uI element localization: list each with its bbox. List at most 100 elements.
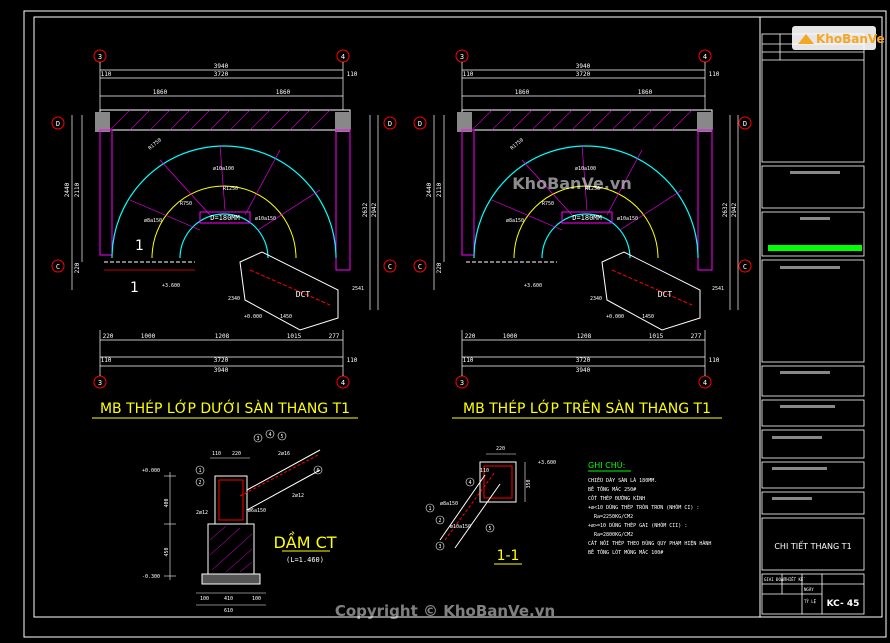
rebar-mark [485, 523, 495, 533]
dim-bottom-c: 1208 [577, 333, 592, 340]
mark-label: 5 [488, 526, 491, 532]
axis-label: D [388, 120, 392, 128]
note-line: CHIỀU DÀY SÀN LÀ 180MM. [588, 476, 657, 484]
mark-label: 6 [316, 468, 319, 474]
section-slab [439, 474, 486, 541]
edge-left: 110 [463, 71, 474, 78]
axis-label: 3 [98, 53, 102, 61]
angle-dim: 1450 [280, 314, 292, 320]
plan-title: MB THÉP LỚP DƯỚI SÀN THANG T1 [100, 399, 350, 417]
dim-top-b: 220 [232, 451, 241, 457]
dim-bottom-c: 1208 [215, 333, 230, 340]
wall-top [461, 109, 713, 131]
axis-bubble [51, 116, 65, 130]
note-line: Ra=2800KG/CM2 [594, 532, 633, 538]
slab-label-box [561, 211, 613, 224]
axis-label: 3 [98, 379, 102, 387]
axis-label: 4 [703, 53, 707, 61]
tb-row-label: NGÀY [804, 587, 814, 592]
axis-bubble [383, 259, 397, 273]
center-watermark: KhoBanVe.vn [512, 174, 631, 193]
section-detail: 1 2 3 4 5 +3.600 220 110 ø8a150 ø10a150 … [425, 446, 556, 565]
slab-label-box [199, 211, 251, 224]
mark-label: 2 [438, 518, 441, 524]
dim-bottom-a: 220 [465, 333, 476, 340]
dim-left-a: 2110 [74, 182, 81, 197]
wall-left [461, 129, 475, 256]
bar-side: 2ø12 [196, 510, 208, 516]
angle-dim: 2340 [228, 296, 240, 302]
section-mark: 1 [130, 280, 139, 296]
dim-bottom-e: 277 [329, 333, 340, 340]
tb-row-label: TỶ LỆ [804, 599, 817, 604]
dim-bottom-inner: 3720 [576, 357, 591, 364]
radius-label: R1250 [585, 186, 600, 192]
dim-right-total: 2942 [371, 202, 378, 217]
section-slab [454, 483, 501, 549]
stair-inner-arc [179, 213, 269, 259]
angle-dim: 2541 [352, 286, 364, 292]
title-block-fills [768, 171, 862, 500]
note-line: CỐT THÉP ĐƯỜNG KÍNH [588, 494, 645, 502]
slab-rebar [239, 454, 319, 497]
plan-title: MB THÉP LỚP TRÊN SÀN THANG T1 [463, 399, 711, 417]
house-icon [798, 34, 814, 44]
radius-label: R750 [542, 201, 554, 207]
axis-label: C [418, 263, 422, 271]
axis-label: 4 [703, 379, 707, 387]
mark-label: 3 [256, 436, 259, 442]
beam-section [214, 475, 248, 525]
sheet-number: KC- 45 [827, 599, 860, 609]
dim-bottom-total: 3940 [576, 367, 591, 374]
axis-label: D [56, 120, 60, 128]
drawing-title: CHI TIẾT THANG T1 [774, 540, 851, 551]
bar-main: 2ø16 [278, 451, 290, 457]
bar-stirrup: ø6a150 [248, 508, 266, 514]
axis-bubble [413, 116, 427, 130]
wall-right [697, 129, 713, 271]
tb-row-label: THIẾT KẾ [784, 577, 805, 582]
column [335, 112, 350, 132]
mark-label: 4 [268, 432, 271, 438]
level-bot: -0.300 [142, 574, 160, 580]
wall-top [99, 109, 351, 131]
dim-bottom-b: 1000 [503, 333, 518, 340]
dim-bottom-e: 277 [691, 333, 702, 340]
bar-label: ø10a150 [255, 216, 276, 222]
axis-bubble [413, 259, 427, 273]
note-line: CẮT NỐI THÉP THEO ĐÚNG QUY PHẠM HIỆN HÀN… [588, 539, 711, 547]
axis-bubble [51, 259, 65, 273]
axis-label: C [56, 263, 60, 271]
edge-right: 110 [709, 357, 720, 364]
radius-label: R750 [180, 201, 192, 207]
mark-label: 1 [428, 506, 431, 512]
logo: KhoBanVe [792, 26, 885, 50]
dim-right-total: 2942 [731, 202, 738, 217]
rebar-mark [465, 477, 475, 487]
mark-label: 2 [198, 480, 201, 486]
column [457, 112, 472, 132]
column [95, 112, 110, 132]
landing-block [239, 251, 339, 331]
dim-left-b: 220 [74, 262, 81, 273]
axis-bubble [738, 259, 752, 273]
beam-subtitle: (L=1.460) [286, 556, 324, 564]
rebar-mark [277, 431, 287, 441]
footing [201, 573, 261, 585]
radius-label: R1750 [509, 137, 524, 151]
mark-label: 3 [438, 544, 441, 550]
stair-mid-arc [151, 185, 297, 259]
axis-label: 3 [460, 53, 464, 61]
section-bar-a: ø8a150 [440, 501, 458, 507]
axis-label: C [388, 263, 392, 271]
notes-heading: GHI CHÚ: [588, 459, 625, 470]
status-bar [768, 245, 862, 251]
rebar-mark [265, 429, 275, 439]
note-line: BÊ TÔNG MÁC 250# [588, 485, 636, 493]
dim-b-c: 100 [252, 596, 261, 602]
beam-title: DẦM CT [273, 531, 336, 552]
angle-dim: 1450 [642, 314, 654, 320]
level-label: +3.600 [162, 283, 180, 289]
plan-left: 3 4 D D C C 3 4 3940 37 [51, 49, 397, 419]
dim-top-a: 1860 [153, 89, 168, 96]
